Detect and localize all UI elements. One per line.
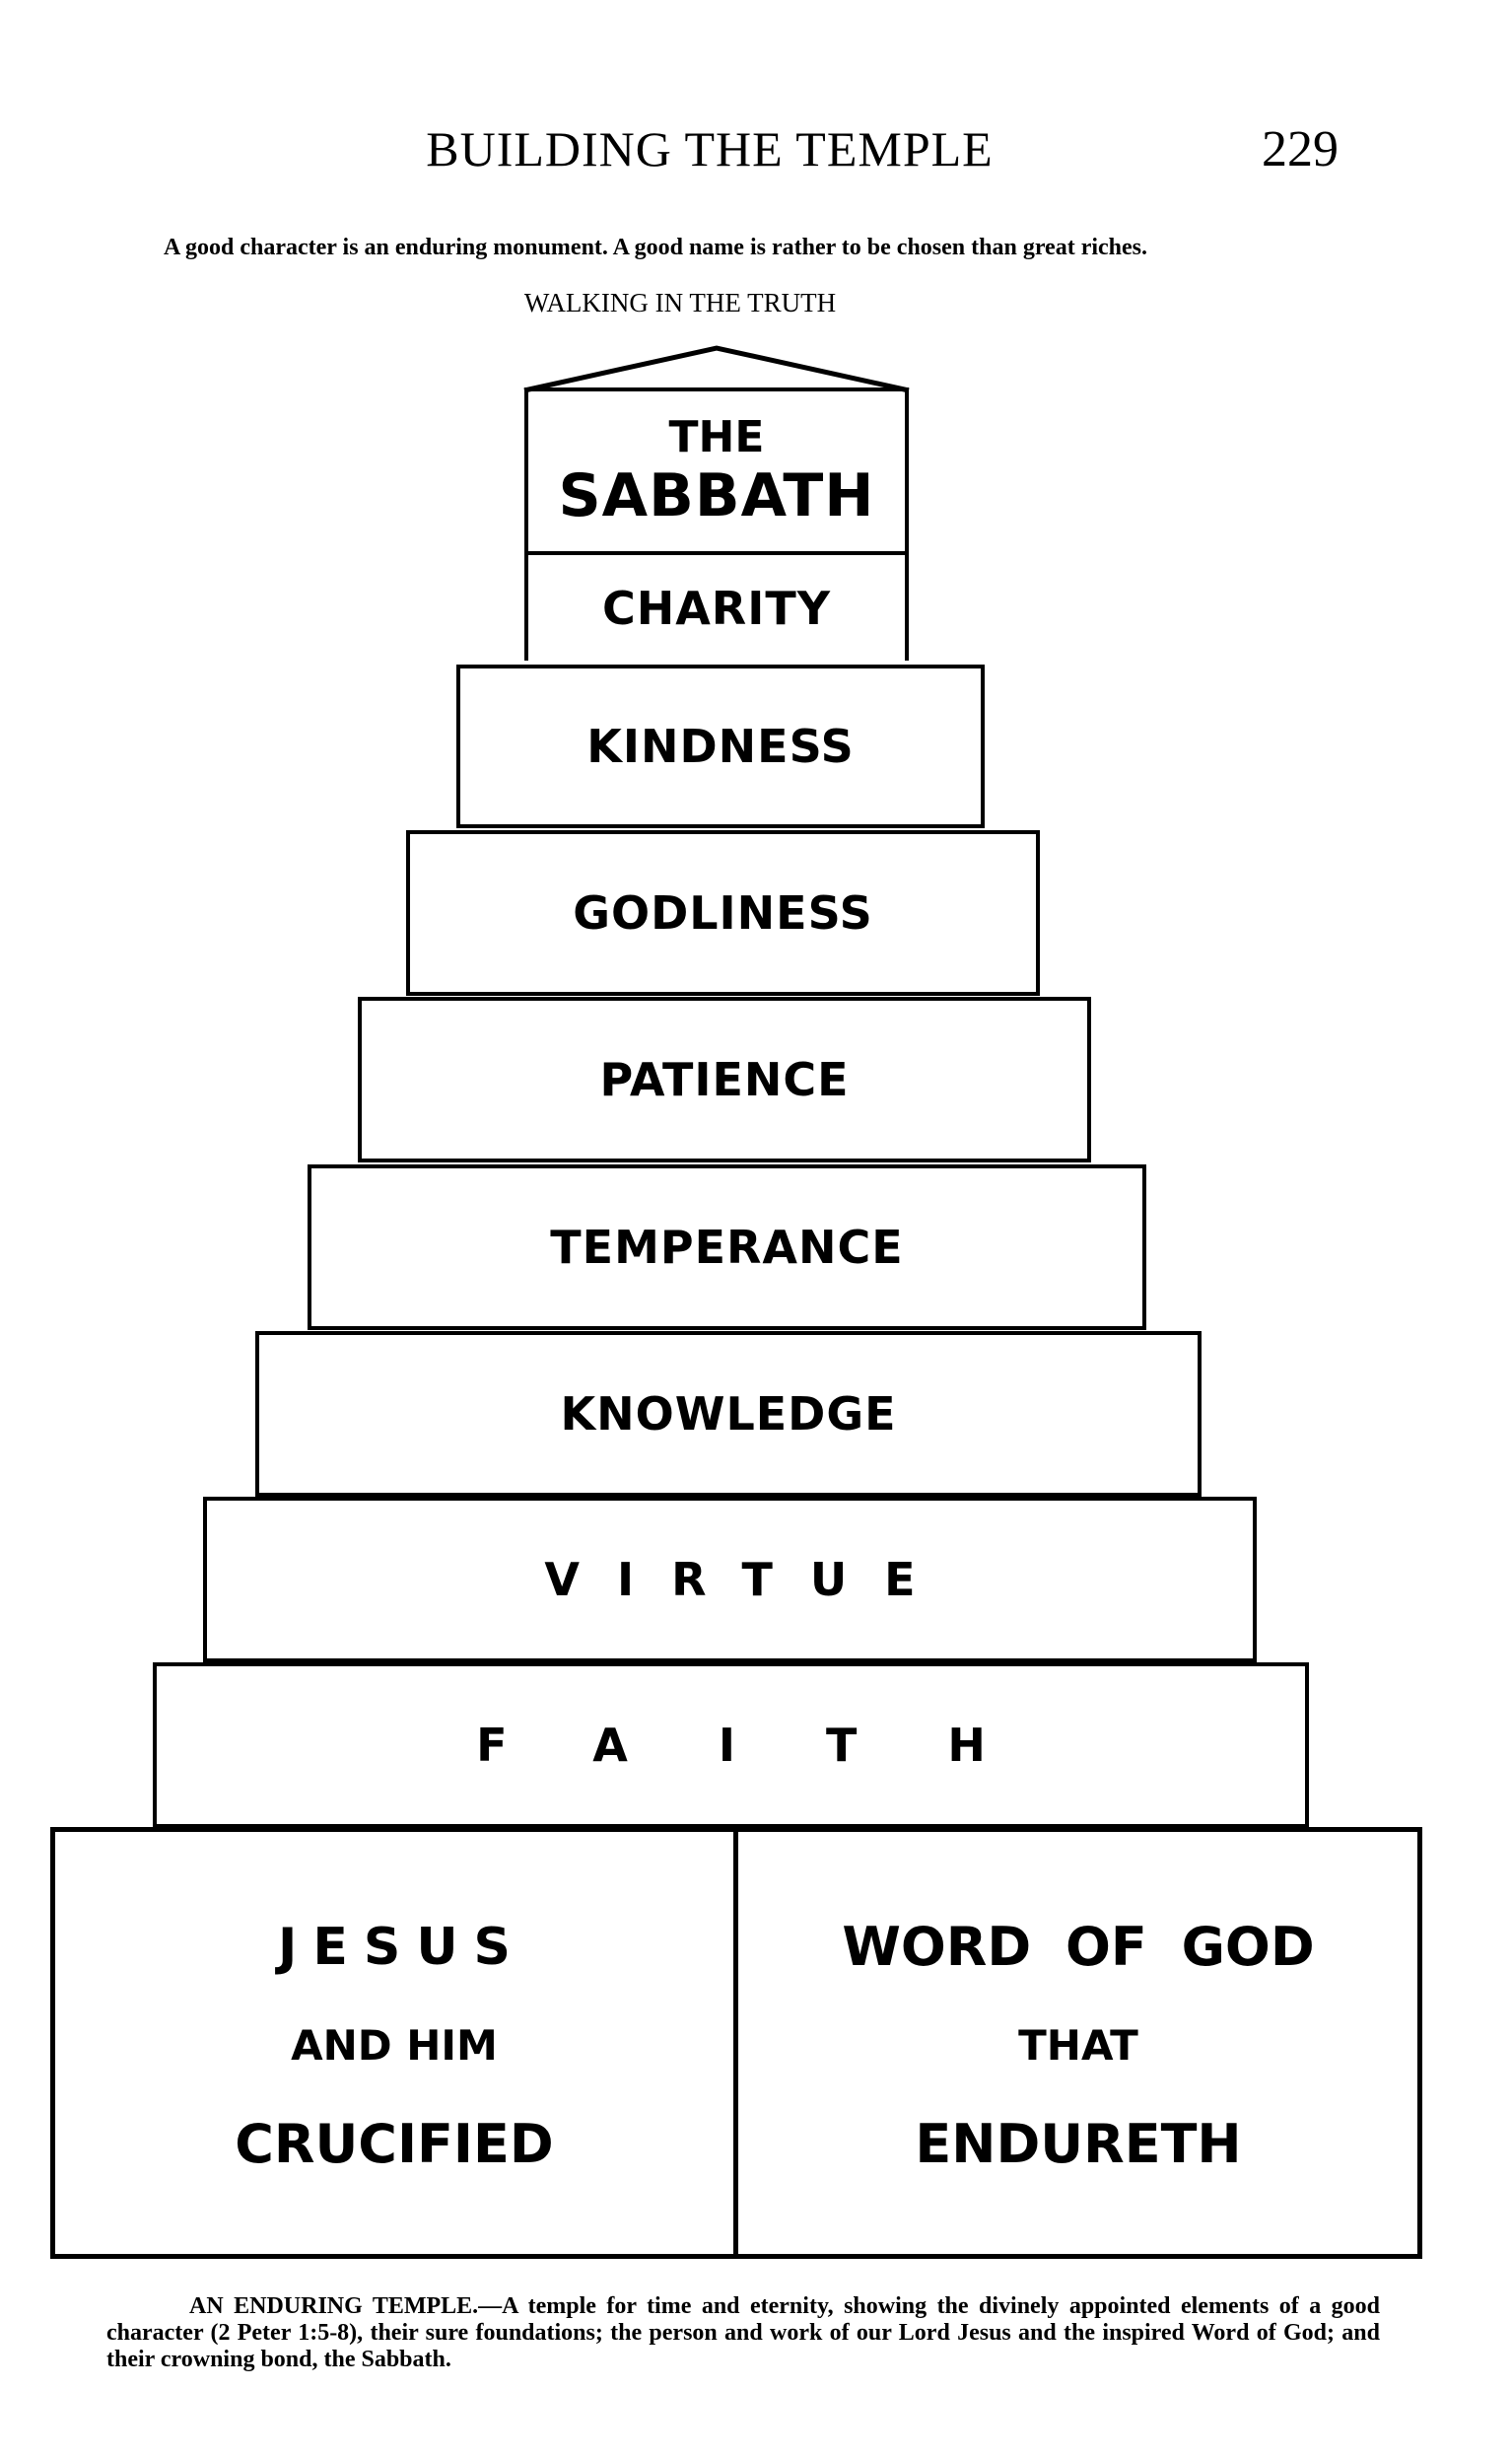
foundation-left-line1: JESUS: [278, 1918, 526, 1977]
foundation-jesus: JESUS AND HIM CRUCIFIED: [55, 1903, 733, 2189]
step-faith: FAITH: [153, 1662, 1309, 1828]
top-label-the: THE: [668, 412, 765, 462]
temple-roof: [523, 345, 910, 393]
step-label: GODLINESS: [573, 886, 873, 940]
step-knowledge: KNOWLEDGE: [255, 1331, 1202, 1497]
foundation-left-line2: AND HIM: [291, 2021, 498, 2070]
step-label: PATIENCE: [599, 1053, 850, 1106]
top-label-sabbath: SABBATH: [558, 461, 875, 530]
step-kindness: KINDNESS: [456, 665, 985, 828]
running-title: BUILDING THE TEMPLE: [426, 121, 994, 176]
foundation-left-line3: CRUCIFIED: [235, 2113, 554, 2175]
step-label: KNOWLEDGE: [560, 1387, 897, 1441]
page-number: 229: [1262, 121, 1339, 177]
temple-top-block: THE SABBATH: [524, 387, 909, 555]
step-charity: CHARITY: [524, 551, 909, 661]
step-label: CHARITY: [601, 581, 832, 635]
step-virtue: VIRTUE: [203, 1497, 1257, 1662]
foundation-right-line3: ENDURETH: [915, 2113, 1242, 2175]
step-godliness: GODLINESS: [406, 830, 1040, 996]
step-label: FAITH: [476, 1719, 1076, 1772]
step-label: VIRTUE: [544, 1553, 953, 1606]
step-label: KINDNESS: [586, 720, 855, 773]
subheading: WALKING IN THE TRUTH: [523, 288, 837, 317]
foundation-divider: [733, 1829, 738, 2257]
foundation-right-line1: WORD OF GOD: [842, 1916, 1315, 1978]
step-patience: PATIENCE: [358, 997, 1091, 1162]
foundation-right-line2: THAT: [1018, 2021, 1138, 2070]
step-temperance: TEMPERANCE: [308, 1164, 1146, 1330]
figure-caption: AN ENDURING TEMPLE.—A temple for time an…: [106, 2293, 1380, 2372]
step-label: TEMPERANCE: [550, 1221, 904, 1274]
foundation-word-of-god: WORD OF GOD THAT ENDURETH: [738, 1903, 1418, 2189]
intro-paragraph: A good character is an enduring monument…: [164, 235, 1148, 260]
